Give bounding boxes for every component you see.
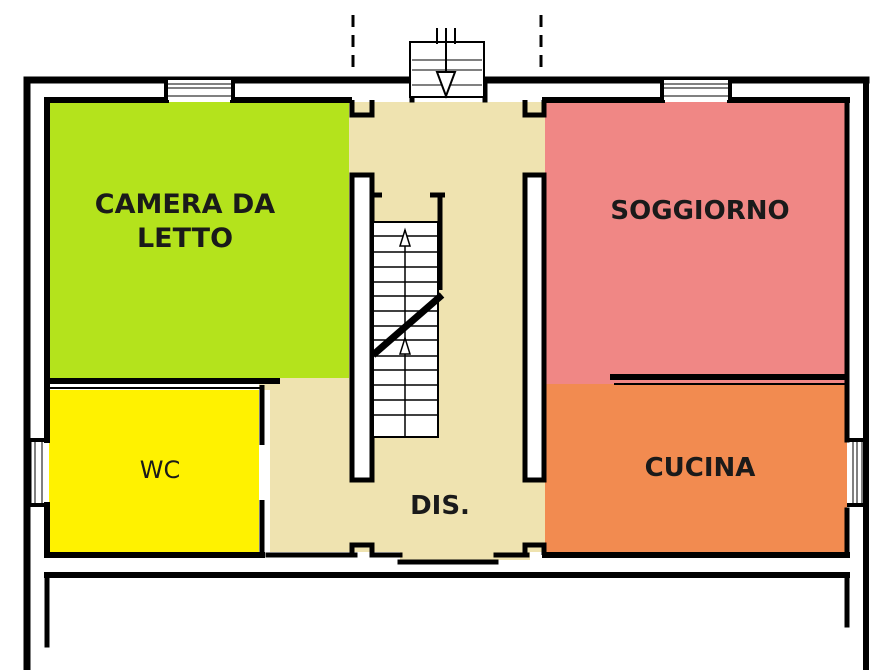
room-camera-da-letto[interactable] — [49, 102, 349, 378]
room-cucina[interactable] — [545, 384, 847, 552]
room-label-camera-line2: LETTO — [136, 222, 234, 254]
stair-up-arrow-icon-2 — [398, 335, 412, 355]
interior-walls — [47, 100, 847, 555]
staircase[interactable] — [370, 192, 445, 438]
room-soggiorno[interactable] — [545, 102, 847, 384]
windows — [27, 80, 866, 507]
outer-walls — [23, 76, 870, 670]
room-label-dis: DIS. — [410, 491, 470, 521]
room-wc[interactable] — [49, 390, 259, 552]
room-label-wc: WC — [139, 456, 181, 484]
stair-up-arrow-icon — [398, 227, 412, 247]
room-label-camera-line1: CAMERA DA — [94, 189, 276, 220]
entrance-steps — [409, 28, 485, 99]
room-label-camera: CAMERA DA LETTO — [70, 188, 300, 256]
dashed-axis-lines — [351, 15, 543, 73]
entrance-arrow-icon — [435, 71, 457, 99]
room-label-cucina: CUCINA — [644, 453, 756, 483]
room-label-soggiorno: SOGGIORNO — [610, 196, 790, 226]
